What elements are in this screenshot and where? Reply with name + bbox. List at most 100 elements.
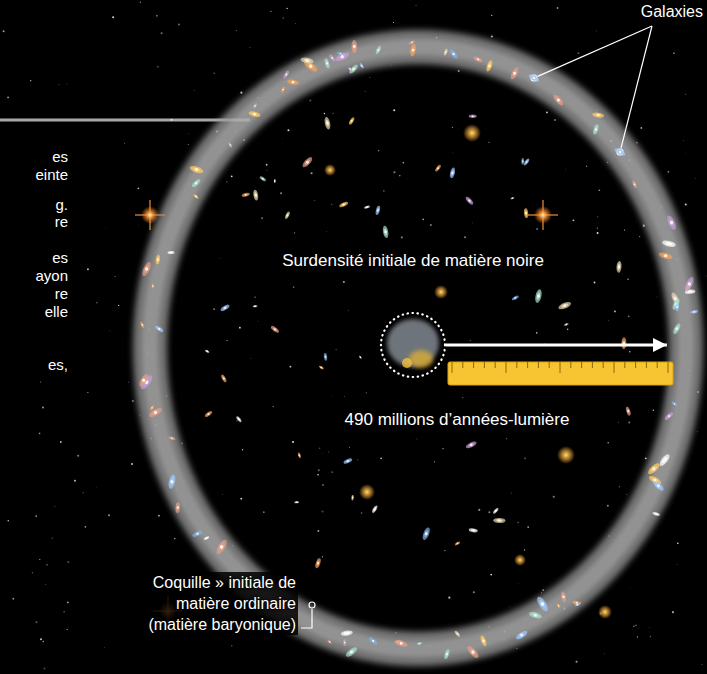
background-star xyxy=(240,92,242,94)
decor-line xyxy=(657,362,658,368)
shell-galaxy xyxy=(283,70,291,79)
background-star xyxy=(517,583,519,585)
decor-ellipse xyxy=(156,257,159,263)
decor-ellipse xyxy=(339,201,349,209)
shell-galaxy xyxy=(334,51,350,63)
decor-ellipse xyxy=(318,365,324,370)
field-galaxy xyxy=(220,374,227,383)
field-galaxy xyxy=(434,164,442,172)
decor-ellipse xyxy=(150,406,153,409)
galaxies-leader xyxy=(531,26,652,155)
decor-ellipse xyxy=(222,305,228,310)
decor-ellipse xyxy=(382,225,389,238)
decor-ellipse xyxy=(330,56,334,61)
background-star xyxy=(328,451,330,453)
background-star xyxy=(322,484,324,486)
field-galaxy xyxy=(382,225,389,238)
decor-circle xyxy=(520,633,524,637)
field-galaxy xyxy=(421,526,431,540)
decor-circle xyxy=(513,71,517,75)
background-star xyxy=(627,278,629,280)
decor-ellipse xyxy=(633,182,636,187)
background-star xyxy=(628,315,630,317)
decor-ellipse xyxy=(272,327,277,332)
background-star xyxy=(123,142,125,144)
decor-ellipse xyxy=(218,542,226,552)
shell-galaxy xyxy=(168,436,176,441)
decor-ellipse xyxy=(658,251,673,260)
decor-ellipse xyxy=(646,461,661,475)
decor-ellipse xyxy=(671,298,681,311)
background-star xyxy=(607,505,609,507)
decor-line xyxy=(538,362,539,368)
background-star xyxy=(399,175,400,176)
background-star xyxy=(67,629,68,630)
background-star xyxy=(52,537,53,538)
decor-ellipse xyxy=(352,496,353,499)
decor-ellipse xyxy=(465,196,475,206)
decor-circle xyxy=(495,510,497,512)
decor-line xyxy=(452,362,453,373)
cropped-text-fragment: re xyxy=(55,213,68,232)
decor-circle xyxy=(298,454,300,456)
decor-ellipse xyxy=(259,176,267,182)
decor-ellipse xyxy=(676,304,678,309)
decor-circle xyxy=(309,602,315,608)
decor-ellipse xyxy=(561,303,569,309)
decor-ellipse xyxy=(235,415,242,422)
background-star xyxy=(104,228,106,230)
background-star xyxy=(416,438,418,440)
background-star xyxy=(633,625,635,627)
background-star xyxy=(239,327,241,329)
background-star xyxy=(40,638,42,640)
background-star xyxy=(506,438,507,439)
shell-galaxy xyxy=(675,302,680,311)
decor-circle xyxy=(329,641,331,643)
background-star xyxy=(332,113,333,114)
shell-galaxy xyxy=(193,194,199,200)
background-star xyxy=(249,47,251,49)
decor-ellipse xyxy=(528,611,542,620)
decor-circle xyxy=(652,466,657,471)
decor-circle xyxy=(399,641,403,645)
decor-circle xyxy=(144,267,148,271)
decor-ellipse xyxy=(424,530,429,538)
background-star xyxy=(12,598,14,600)
decor-ellipse xyxy=(251,112,258,116)
decor-circle xyxy=(664,254,668,258)
field-galaxy xyxy=(557,300,572,310)
background-star xyxy=(7,520,9,522)
decor-circle xyxy=(532,76,536,80)
shell-galaxy xyxy=(454,630,461,638)
shell-galaxy xyxy=(167,474,176,490)
background-star xyxy=(366,392,367,393)
decor-circle xyxy=(152,285,154,287)
bright-galaxy xyxy=(434,285,448,299)
shell-galaxy xyxy=(151,283,155,289)
decor-circle xyxy=(219,545,224,550)
decor-ellipse xyxy=(469,648,477,656)
shell-label: Coquille » initiale de matière ordinaire… xyxy=(145,572,298,635)
decor-ellipse xyxy=(471,529,476,532)
background-star xyxy=(336,349,337,350)
decor-circle xyxy=(689,290,692,293)
decor-ellipse xyxy=(535,595,550,613)
decor-circle xyxy=(534,613,538,617)
background-star xyxy=(349,447,350,448)
decor-circle xyxy=(352,497,354,499)
decor-ellipse xyxy=(320,366,323,369)
shell-galaxy xyxy=(155,255,160,265)
decor-circle xyxy=(514,297,516,299)
background-star xyxy=(331,396,333,398)
decor-ellipse xyxy=(237,417,241,421)
decor-ellipse xyxy=(314,558,321,569)
decor-ellipse xyxy=(572,600,581,605)
decor-ellipse xyxy=(148,406,164,419)
background-star xyxy=(109,330,111,332)
decor-ellipse xyxy=(560,591,567,603)
decor-ellipse xyxy=(672,322,682,335)
shell-galaxy xyxy=(658,251,673,260)
cropped-text-fragment: einte xyxy=(35,166,68,185)
background-star xyxy=(516,648,518,650)
background-star xyxy=(705,275,707,277)
